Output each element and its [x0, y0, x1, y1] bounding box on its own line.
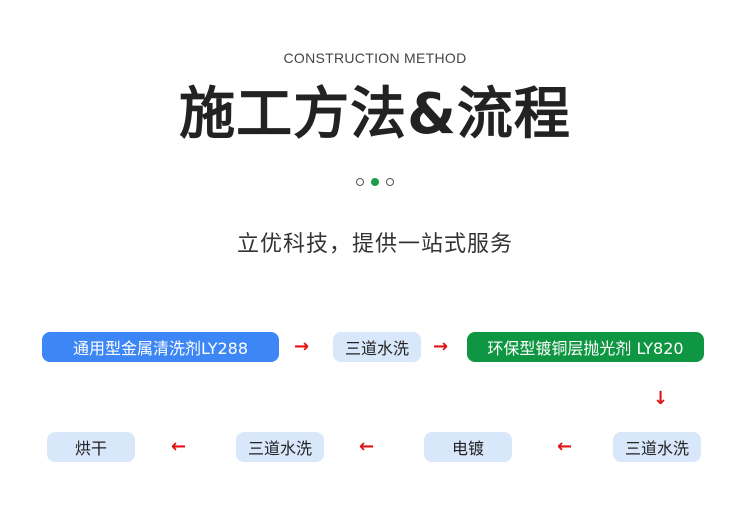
step-rinse-2: 三道水洗: [613, 432, 701, 462]
arrow-left-icon: ←: [171, 436, 187, 457]
step-drying: 烘干: [47, 432, 135, 462]
page-subtitle: 立优科技，提供一站式服务: [236, 232, 513, 257]
arrow-right-icon: →: [294, 336, 310, 357]
arrow-right-icon: →: [433, 336, 449, 357]
step-polishing-agent: 环保型镀铜层抛光剂 LY820: [467, 332, 704, 362]
section-eyebrow: CONSTRUCTION METHOD: [283, 50, 467, 66]
step-rinse-3: 三道水洗: [236, 432, 324, 462]
pager-dot-active[interactable]: [371, 178, 379, 186]
step-rinse-1: 三道水洗: [333, 332, 421, 362]
page-title: 施工方法&流程: [179, 82, 571, 147]
arrow-left-icon: ←: [359, 436, 375, 457]
pager-dot[interactable]: [386, 178, 394, 186]
pager-dot[interactable]: [356, 178, 364, 186]
step-cleaning-agent: 通用型金属清洗剂LY288: [42, 332, 279, 362]
arrow-left-icon: ←: [557, 436, 573, 457]
pager-dots: [0, 178, 750, 186]
step-electroplating: 电镀: [424, 432, 512, 462]
arrow-down-icon: ↓: [653, 388, 669, 409]
